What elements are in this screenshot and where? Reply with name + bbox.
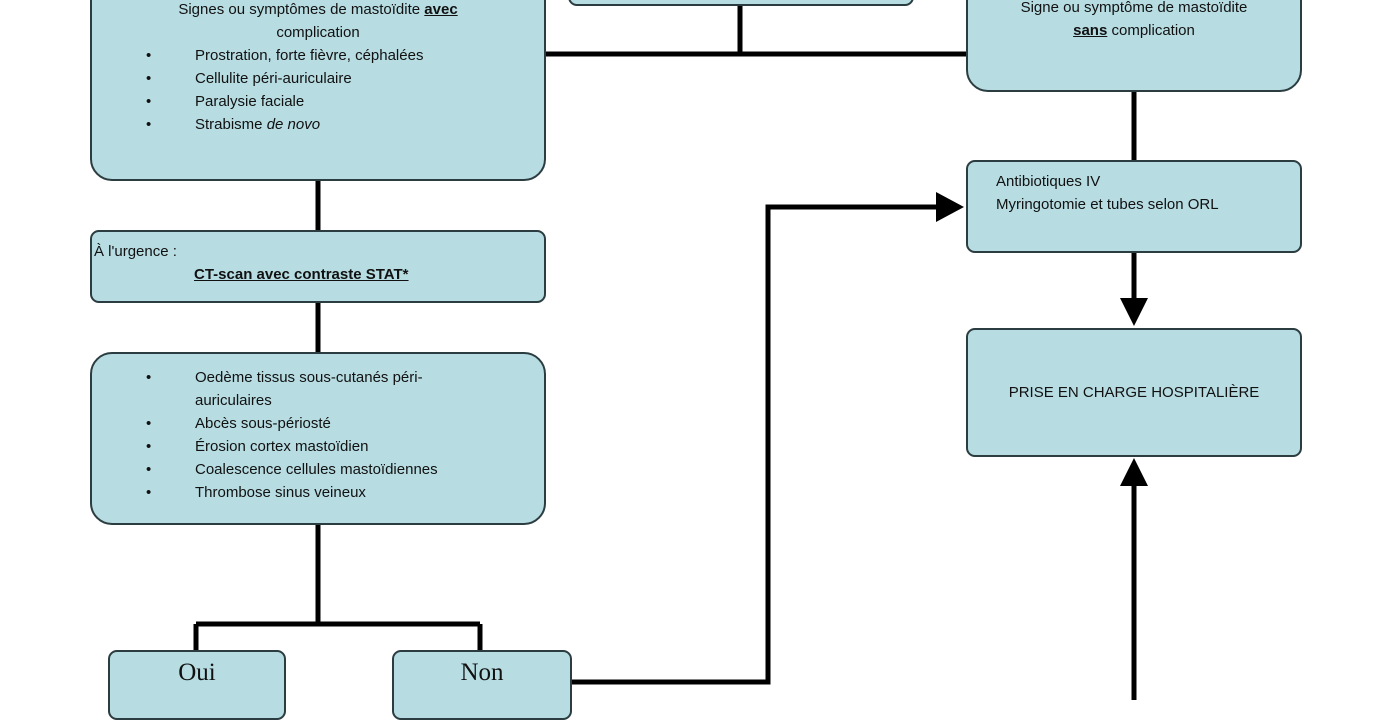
list-item: Érosion cortex mastoïdien [92,435,544,458]
box-ct-findings: Oedème tissus sous-cutanés péri- auricul… [90,352,546,525]
box-yes: Oui [108,650,286,720]
list-item: Abcès sous-périosté [92,412,544,435]
connector-top-split [545,6,966,57]
arrowhead-to-hospital-top [1120,298,1148,326]
connector-no-to-antibiotics [570,204,940,685]
list-item: Strabisme de novo [92,113,544,136]
connector-findings-to-yes-no [193,524,483,650]
arrowhead-to-hospital-bottom [1120,458,1148,486]
box-antibiotics: Antibiotiques IV Myringotomie et tubes s… [966,160,1302,253]
antibiotics-line2: Myringotomie et tubes selon ORL [996,196,1219,213]
without-line1: Signe ou symptôme de mastoïdite [1020,0,1248,16]
arrowhead-to-antibiotics [936,192,964,222]
without-line2: sans complication [1073,22,1195,39]
list-item: Prostration, forte fièvre, céphalées [92,44,544,67]
list-item: Oedème tissus sous-cutanés péri- [92,366,544,389]
complication-symptom-list: Prostration, forte fièvre, céphalées Cel… [92,44,544,136]
box-no: Non [392,650,572,720]
list-item: Paralysie faciale [92,90,544,113]
complication-title-line2: complication [276,24,360,41]
complication-title: Signes ou symptômes de mastoïdite avec [178,1,458,18]
box-hospital-care: PRISE EN CHARGE HOSPITALIÈRE [966,328,1302,457]
ct-findings-list: Oedème tissus sous-cutanés péri- auricul… [92,366,544,504]
list-item: Cellulite péri-auriculaire [92,67,544,90]
box-urgence-ct: À l'urgence : CT-scan avec contraste STA… [90,230,546,303]
list-item-continuation: auriculaires [195,392,272,409]
list-item: Coalescence cellules mastoïdiennes [92,458,544,481]
urgence-label: À l'urgence : [94,243,177,260]
box-with-complication: Signes ou symptômes de mastoïdite avec c… [90,0,546,181]
hospital-care-text: PRISE EN CHARGE HOSPITALIÈRE [1008,384,1260,401]
list-item: Thrombose sinus veineux [92,481,544,504]
top-partial-box [568,0,914,6]
antibiotics-line1: Antibiotiques IV [996,173,1101,190]
box-without-complication: Signe ou symptôme de mastoïdite sans com… [966,0,1302,92]
urgence-action: CT-scan avec contraste STAT* [194,266,409,283]
